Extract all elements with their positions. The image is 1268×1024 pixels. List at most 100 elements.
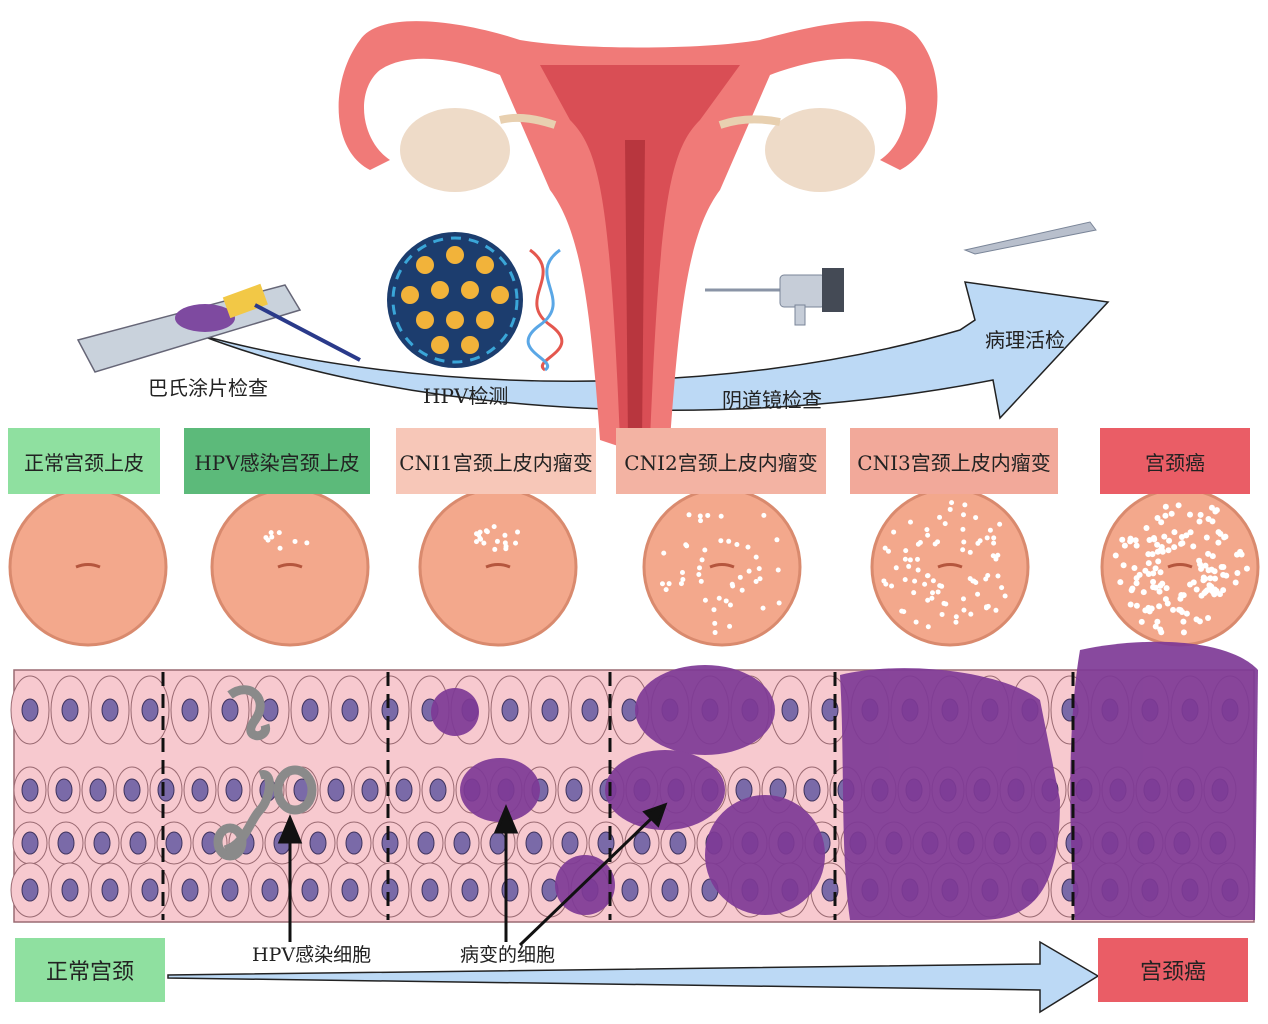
lesion-speck — [1197, 561, 1204, 568]
lesion-speck — [997, 521, 1003, 527]
cell-nucleus — [61, 698, 79, 722]
lesion-speck — [702, 597, 708, 603]
annotation-hpv-cells: HPV感染细胞 — [252, 944, 372, 966]
lesion-speck — [881, 578, 887, 584]
cell-nucleus — [581, 698, 599, 722]
cell-nucleus — [93, 831, 111, 855]
lesion-speck — [277, 545, 283, 551]
lesion-speck — [702, 547, 708, 553]
cell-nucleus — [489, 831, 507, 855]
lesion-speck — [269, 534, 275, 540]
lesion-speck — [1215, 539, 1222, 546]
lesion-speck — [727, 602, 733, 608]
lesion-speck — [1207, 575, 1214, 582]
lesion-speck — [891, 529, 897, 535]
lesion-speck — [1119, 536, 1126, 543]
lesion-speck — [1218, 564, 1225, 571]
lesion-speck — [1201, 589, 1208, 596]
lesion-speck — [776, 600, 782, 606]
lesion-speck — [718, 538, 724, 544]
lesion-speck — [304, 540, 310, 546]
lesion-speck — [1202, 562, 1209, 569]
lesion-speck — [1133, 602, 1140, 609]
lesion-speck — [925, 624, 931, 630]
lesion-speck — [906, 563, 912, 569]
cell-nucleus — [221, 698, 239, 722]
cell-nucleus — [261, 878, 279, 902]
lesion-speck — [961, 607, 967, 613]
lesion-speck — [1215, 529, 1222, 536]
lesion-speck — [960, 596, 966, 602]
lesion-speck — [477, 535, 483, 541]
cell-nucleus — [61, 878, 79, 902]
lesion-speck — [1152, 623, 1159, 630]
lesion-speck — [1132, 537, 1139, 544]
lesion-speck — [893, 565, 899, 571]
lesion-speck — [1171, 529, 1178, 536]
lesion-speck — [935, 589, 941, 595]
lesion-speck — [502, 532, 508, 538]
lesion-speck — [960, 512, 966, 518]
cell-nucleus — [501, 878, 519, 902]
lesion-speck — [663, 587, 669, 593]
lesion-speck — [1133, 542, 1140, 549]
lesion-speck — [678, 581, 684, 587]
lesion-speck — [911, 590, 917, 596]
lesion-speck — [1178, 534, 1185, 541]
lesion-speck — [930, 578, 936, 584]
lesion-speck — [1168, 510, 1175, 517]
lesion-speck — [1234, 551, 1241, 558]
lesion-speck — [1156, 603, 1163, 610]
cervical-os — [709, 563, 735, 569]
lesion-speck — [1193, 586, 1200, 593]
lesion-speck — [753, 579, 759, 585]
lesion-speck — [292, 538, 298, 544]
lesion-speck — [1145, 571, 1152, 578]
cell-nucleus — [181, 698, 199, 722]
cell-nucleus — [781, 698, 799, 722]
cell-nucleus — [561, 831, 579, 855]
lesion-speck — [712, 620, 718, 626]
lesion-speck — [1205, 515, 1212, 522]
label-biopsy: 病理活检 — [985, 328, 1065, 352]
lesion-speck — [492, 546, 498, 552]
label-hpv-test: HPV检测 — [423, 384, 509, 408]
lesion-speck — [995, 552, 1001, 558]
cell-nucleus — [101, 698, 119, 722]
lesion-speck — [503, 543, 509, 549]
lesion-speck — [984, 604, 990, 610]
cell-nucleus — [381, 698, 399, 722]
cell-nucleus — [525, 831, 543, 855]
cell-nucleus — [191, 778, 209, 802]
cell-nucleus — [55, 778, 73, 802]
cell-nucleus — [621, 878, 639, 902]
lesion-speck — [1203, 534, 1210, 541]
lesion-speck — [1212, 508, 1219, 515]
lesion-speck — [697, 565, 703, 571]
lesion-speck — [1127, 538, 1134, 545]
cell-nucleus — [21, 698, 39, 722]
lesion-speck — [666, 581, 672, 587]
lesion-speck — [942, 521, 948, 527]
cell-nucleus — [165, 831, 183, 855]
lesion-speck — [757, 576, 763, 582]
lesion-speck — [962, 502, 968, 508]
cervix-discs — [8, 487, 1260, 647]
lesion-speck — [907, 557, 913, 563]
lesion-speck — [1157, 582, 1164, 589]
lesion-speck — [491, 524, 497, 530]
cell-nucleus — [341, 698, 359, 722]
lesion-speck — [481, 540, 487, 546]
lesion-speck — [265, 537, 271, 543]
lesion-speck — [1136, 571, 1143, 578]
cell-nucleus — [381, 831, 399, 855]
lesion-speck — [1187, 529, 1194, 536]
lesion-speck — [1205, 567, 1212, 574]
lesion-speck — [991, 540, 997, 546]
lesion-speck — [968, 611, 974, 617]
lesion-speck — [712, 630, 718, 636]
lesion-speck — [697, 513, 703, 519]
cell-nucleus — [141, 878, 159, 902]
lesion-speck — [914, 556, 920, 562]
